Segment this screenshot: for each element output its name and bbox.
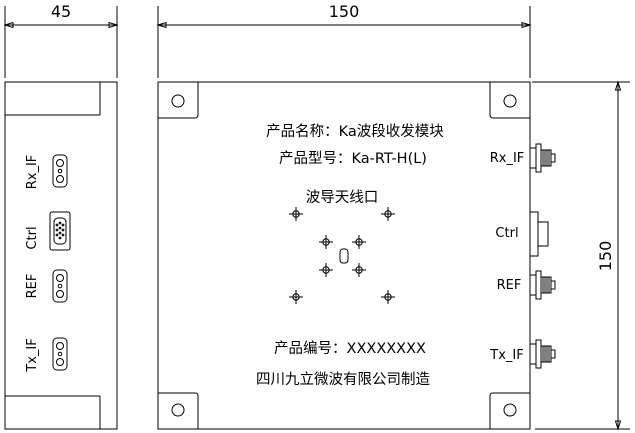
side-label-tx-if: Tx_IF: [25, 338, 40, 372]
flange-hole-icon: [289, 207, 303, 221]
right-label-ctrl: Ctrl: [495, 226, 518, 241]
flange-hole-icon: [289, 290, 303, 304]
mounting-hole-icon: [157, 392, 199, 429]
side-label-ctrl: Ctrl: [25, 226, 40, 249]
sma-connector-icon: [529, 143, 556, 173]
side-label-ref: REF: [25, 274, 40, 299]
mounting-hole-icon: [489, 82, 531, 119]
side-view: 45 Rx_IF Ctrl: [3, 2, 119, 430]
flange-hole-icon: [319, 235, 333, 249]
sma-connector-icon: [529, 270, 556, 300]
waveguide-port-label: 波导天线口: [306, 189, 379, 206]
flange-hole-icon: [352, 263, 366, 277]
sma-connector-icon: [52, 337, 68, 371]
product-name: 产品名称：Ka波段收发模块: [266, 123, 444, 140]
sma-connector-icon: [52, 269, 68, 303]
serial-number: 产品编号：XXXXXXXX: [274, 340, 426, 357]
right-dimension: 150: [532, 80, 630, 431]
mounting-hole-icon: [489, 392, 531, 429]
flange-hole-icon: [319, 263, 333, 277]
right-label-rx-if: Rx_IF: [490, 151, 525, 166]
dimension-right-height: 150: [596, 241, 615, 272]
dsub-connector-icon: [529, 211, 549, 257]
sma-connector-icon: [52, 154, 68, 188]
top-view: 150 产品名称：Ka波段收发模块 产品型号：Ka-RT-H(L) 波导天线口 …: [156, 2, 532, 430]
side-body: [4, 81, 118, 430]
product-model: 产品型号：Ka-RT-H(L): [279, 150, 427, 167]
manufacturer: 四川九立微波有限公司制造: [256, 371, 430, 388]
dimension-side-width: 45: [51, 2, 71, 21]
waveguide-flange-pattern: [289, 207, 395, 304]
right-label-ref: REF: [497, 278, 522, 293]
dsub-connector-icon: [49, 211, 71, 251]
waveguide-aperture: [339, 248, 349, 264]
mounting-hole-icon: [157, 82, 199, 119]
flange-hole-icon: [381, 290, 395, 304]
sma-connector-icon: [529, 339, 556, 369]
flange-hole-icon: [352, 235, 366, 249]
dimension-top-width: 150: [329, 2, 360, 21]
side-label-rx-if: Rx_IF: [25, 155, 40, 190]
right-label-tx-if: Tx_IF: [489, 348, 523, 363]
right-connectors: Rx_IF Ctrl REF: [489, 143, 556, 369]
flange-hole-icon: [381, 207, 395, 221]
